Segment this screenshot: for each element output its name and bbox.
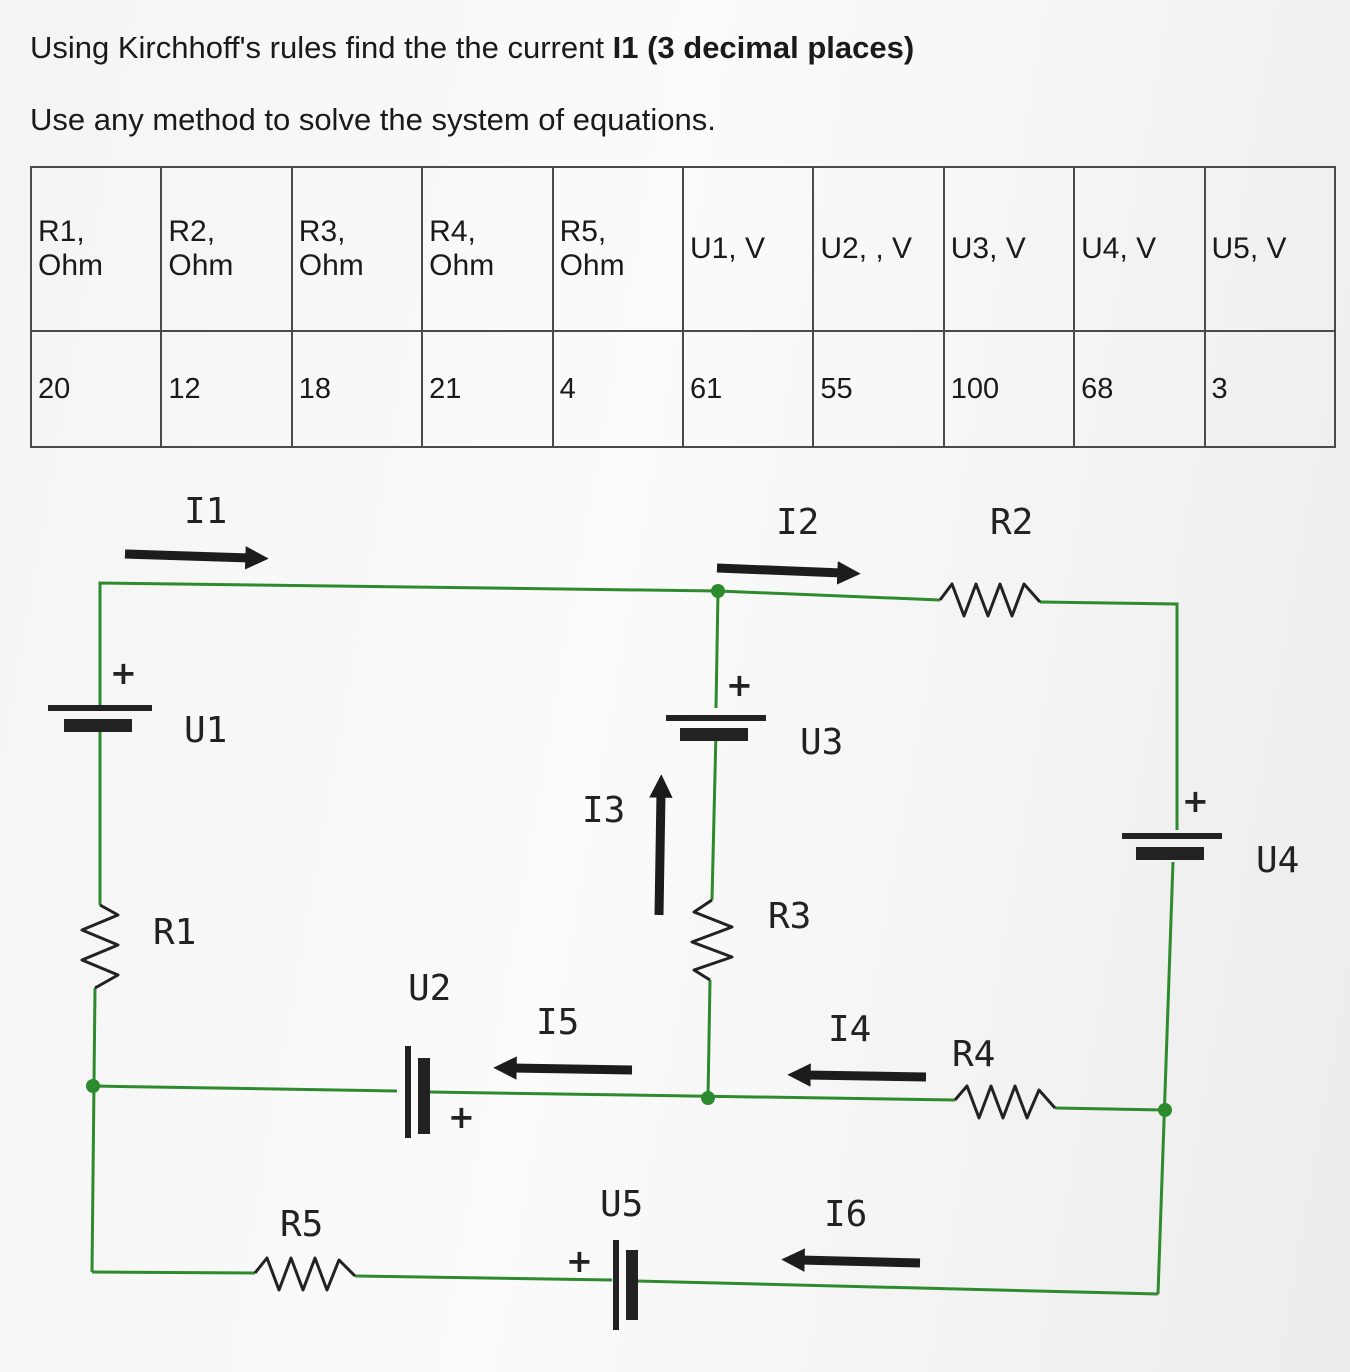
arrow-i4 <box>787 1063 927 1087</box>
plus-u5: + <box>566 1242 593 1280</box>
label-u3: U3 <box>800 722 843 763</box>
wire-top-right <box>1039 600 1179 830</box>
arrow-i6 <box>781 1248 921 1272</box>
wire-bottom <box>91 1270 256 1275</box>
wire-right-lower <box>1156 861 1175 1295</box>
value-u5: 3 <box>1203 330 1337 448</box>
wire-left-lower <box>90 987 97 1273</box>
parameters-table: R1, Ohm R2, Ohm R3, Ohm R4, Ohm R5, Ohm … <box>29 165 1337 448</box>
label-i2: I2 <box>776 502 819 543</box>
node-left <box>86 1079 100 1093</box>
battery-u5-symbol <box>613 1240 638 1330</box>
node-top-middle <box>711 584 725 598</box>
question-target: I1 (3 decimal places) <box>612 30 915 65</box>
label-i5: I5 <box>536 1002 579 1043</box>
value-r4: 21 <box>421 330 554 448</box>
table-header-row: R1, Ohm R2, Ohm R3, Ohm R4, Ohm R5, Ohm … <box>29 165 1337 333</box>
header-u1: U1, V <box>681 165 815 333</box>
resistor-r4-symbol <box>953 1084 1057 1120</box>
question-line-2: Use any method to solve the system of eq… <box>30 102 716 137</box>
value-r1: 20 <box>29 330 163 448</box>
wire-top <box>98 581 941 708</box>
label-u2: U2 <box>408 968 451 1009</box>
battery-u3-symbol <box>666 715 766 741</box>
label-r3: R3 <box>768 896 811 937</box>
plus-u4: + <box>1182 782 1209 820</box>
header-r4: R4, Ohm <box>421 165 554 333</box>
wires <box>90 581 1179 1296</box>
arrow-i1 <box>124 546 269 570</box>
plus-u1: + <box>110 654 137 692</box>
resistor-r3-symbol <box>690 898 734 982</box>
battery-u2-symbol <box>405 1046 430 1138</box>
question-line-1: Using Kirchhoff's rules find the the cur… <box>30 32 914 63</box>
header-u2: U2, , V <box>812 165 945 333</box>
arrow-i2 <box>716 561 861 585</box>
wire-mid-horizontal-left <box>91 1084 398 1093</box>
header-u3: U3, V <box>942 165 1076 333</box>
label-i6: I6 <box>824 1194 867 1235</box>
plus-u2: + <box>448 1098 475 1136</box>
header-r1: R1, Ohm <box>29 165 163 333</box>
header-u5: U5, V <box>1203 165 1337 333</box>
plus-u3: + <box>726 666 753 704</box>
value-u2: 55 <box>812 330 945 448</box>
header-u4: U4, V <box>1073 165 1206 333</box>
label-i4: I4 <box>828 1009 871 1050</box>
value-r2: 12 <box>160 330 293 448</box>
label-r1: R1 <box>153 912 196 953</box>
value-u4: 68 <box>1073 330 1206 448</box>
value-r5: 4 <box>551 330 684 448</box>
value-u1: 61 <box>681 330 815 448</box>
question-text: Using Kirchhoff's rules find the the cur… <box>30 30 604 65</box>
arrow-i5 <box>493 1056 633 1080</box>
label-u1: U1 <box>184 710 227 751</box>
battery-u4-symbol <box>1122 833 1222 860</box>
label-u4: U4 <box>1256 840 1299 881</box>
label-i3: I3 <box>582 790 625 831</box>
resistor-r2-symbol <box>938 582 1042 618</box>
label-r4: R4 <box>952 1034 995 1075</box>
wire-middle-vertical-upper <box>714 590 720 709</box>
resistor-r5-symbol <box>253 1256 357 1292</box>
wire-middle-vertical-bottom <box>706 979 712 1100</box>
node-center <box>701 1091 715 1105</box>
arrow-i3 <box>649 774 673 916</box>
header-r2: R2, Ohm <box>160 165 293 333</box>
label-u5: U5 <box>600 1184 643 1225</box>
battery-u1-symbol <box>48 705 152 732</box>
label-r2: R2 <box>990 502 1033 543</box>
wire-bottom-right <box>635 1279 1159 1296</box>
circuit-diagram: I1 I2 I3 I4 I5 I6 R2 U1 U3 U4 R1 R3 U2 R… <box>48 491 1299 1330</box>
value-u3: 100 <box>942 330 1076 448</box>
wire-bottom-mid <box>354 1274 613 1282</box>
label-i1: I1 <box>184 491 227 532</box>
resistor-r1-symbol <box>80 903 120 990</box>
node-right <box>1158 1103 1172 1117</box>
header-r3: R3, Ohm <box>290 165 424 333</box>
label-r5: R5 <box>280 1204 323 1245</box>
wire-middle-vertical-lower <box>710 731 718 901</box>
wire-r4-to-node <box>1054 1106 1166 1112</box>
table-value-row: 20 12 18 21 4 61 55 100 68 3 <box>29 330 1337 448</box>
value-r3: 18 <box>290 330 424 448</box>
header-r5: R5, Ohm <box>551 165 684 333</box>
wire-mid-horizontal-right <box>429 1090 956 1102</box>
